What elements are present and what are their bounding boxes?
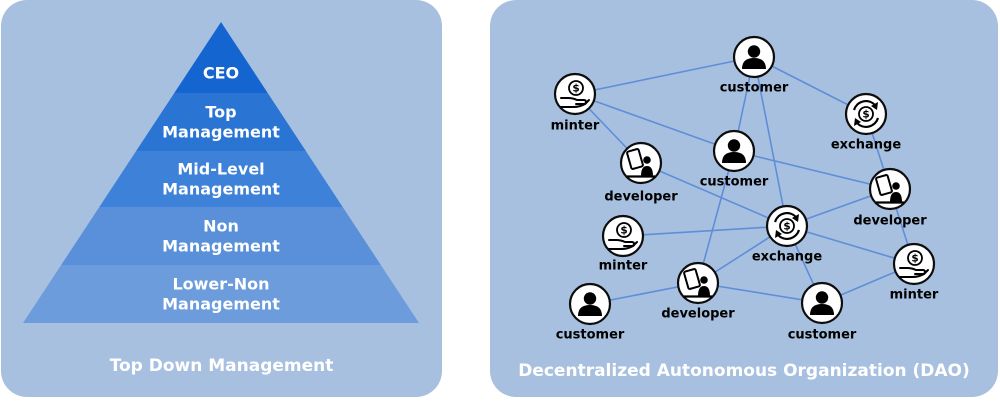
- pyramid-level-2: [136, 93, 306, 151]
- coin-exchange-icon: $: [773, 212, 801, 240]
- hierarchy-pyramid: CEOTopManagementMid-LevelManagementNonMa…: [23, 22, 419, 323]
- coin-hand-icon: $: [560, 80, 590, 108]
- dao-node-developer: developer: [853, 167, 927, 229]
- dao-network: customer $ minter $ exchange customer develope…: [551, 35, 939, 343]
- dao-node-label: customer: [720, 81, 789, 96]
- pyramid-level-label: Top: [205, 103, 236, 122]
- dao-caption: Decentralized Autonomous Organization (D…: [518, 361, 970, 381]
- pyramid-level-1: [174, 22, 268, 93]
- pyramid-level-4: [61, 207, 381, 265]
- dao-node-customer: customer: [720, 35, 789, 96]
- dao-node-label: minter: [890, 288, 939, 303]
- dao-node-customer: customer: [788, 281, 857, 343]
- developer-icon: [875, 174, 904, 204]
- developer-icon: [626, 148, 655, 178]
- dao-edge: [574, 93, 735, 152]
- pyramid-level-label: Non: [203, 217, 239, 236]
- dao-node-minter: $ minter: [599, 214, 648, 274]
- developer-icon: [683, 268, 712, 298]
- dao-node-developer: developer: [604, 141, 678, 205]
- pyramid-level-label: Management: [162, 123, 280, 142]
- pyramid-level-label: Management: [162, 180, 280, 199]
- pyramid-level-5: [23, 265, 419, 323]
- coin-hand-icon: $: [608, 222, 638, 250]
- dao-node-label: minter: [599, 259, 648, 274]
- svg-text:$: $: [862, 109, 869, 121]
- coin-exchange-icon: $: [852, 100, 880, 128]
- dao-node-label: exchange: [752, 250, 822, 265]
- svg-text:$: $: [620, 225, 627, 237]
- dao-node-label: exchange: [831, 138, 901, 153]
- person-icon: [742, 45, 766, 69]
- dao-node-label: customer: [788, 328, 857, 343]
- dao-edge: [640, 162, 788, 227]
- dao-edge: [753, 56, 788, 227]
- person-icon: [578, 292, 602, 316]
- dao-node-label: developer: [853, 214, 927, 229]
- dao-node-developer: developer: [661, 261, 735, 322]
- pyramid-level-label: Lower-Non: [172, 275, 269, 294]
- pyramid-level-label: Management: [162, 237, 280, 256]
- dao-node-exchange: $ exchange: [752, 204, 822, 265]
- dao-node-exchange: $ exchange: [831, 92, 901, 153]
- dao-edge: [697, 150, 735, 284]
- dao-node-label: minter: [551, 119, 600, 134]
- pyramid-level-label: CEO: [203, 64, 239, 83]
- dao-node-minter: $ minter: [890, 242, 939, 303]
- dao-edge: [622, 225, 788, 237]
- dao-node-label: customer: [700, 175, 769, 190]
- pyramid-level-label: Management: [162, 295, 280, 314]
- dao-node-customer: customer: [700, 129, 769, 190]
- svg-text:$: $: [783, 221, 790, 233]
- pyramid-level-3: [99, 151, 343, 207]
- dao-node-label: customer: [556, 328, 625, 343]
- dao-node-minter: $ minter: [551, 72, 600, 134]
- dao-edge: [786, 225, 915, 265]
- person-icon: [810, 291, 834, 315]
- pyramid-caption: Top Down Management: [109, 356, 334, 376]
- pyramid-level-label: Mid-Level: [177, 160, 264, 179]
- svg-text:$: $: [572, 83, 579, 95]
- dao-node-label: developer: [661, 307, 735, 322]
- dao-edge: [574, 56, 755, 95]
- person-icon: [722, 139, 746, 163]
- svg-text:$: $: [911, 253, 918, 265]
- coin-hand-icon: $: [899, 250, 929, 278]
- dao-edge: [733, 150, 891, 190]
- dao-node-label: developer: [604, 190, 678, 205]
- dao-node-customer: customer: [556, 282, 625, 343]
- dao-panel: customer $ minter $ exchange customer develope…: [490, 0, 998, 397]
